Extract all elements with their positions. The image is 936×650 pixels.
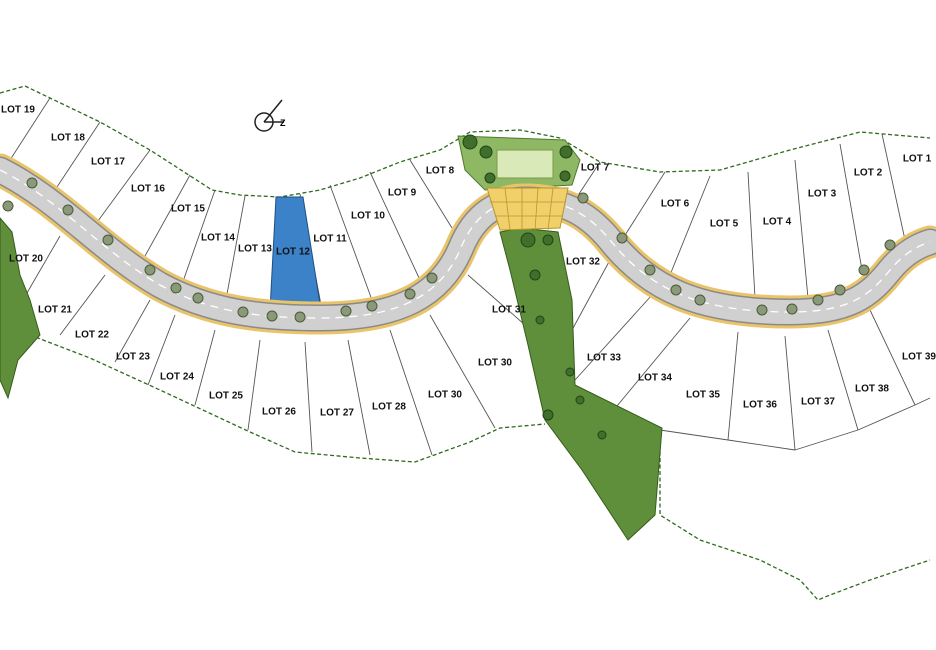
lot-21-label[interactable]: LOT 21	[38, 304, 72, 316]
lot-33-label[interactable]: LOT 33	[587, 352, 621, 364]
lot-7-label[interactable]: LOT 7	[580, 162, 610, 174]
lot-34-label[interactable]: LOT 34	[638, 372, 672, 384]
park-trees	[462, 134, 607, 440]
lot-1-label[interactable]: LOT 1	[902, 153, 932, 165]
lot-13-label[interactable]: LOT 13	[238, 243, 272, 255]
lot-31-label[interactable]: LOT 31	[492, 304, 526, 316]
lot-17-label[interactable]: LOT 17	[91, 156, 125, 168]
lot-9-label[interactable]: LOT 9	[387, 187, 417, 199]
lot-30-label-west[interactable]: LOT 30	[428, 389, 462, 401]
lot-24-label[interactable]: LOT 24	[160, 371, 194, 383]
lot-lines-south-east	[571, 259, 931, 451]
lot-lines-north-west	[9, 97, 453, 311]
lot-3-label[interactable]: LOT 3	[807, 188, 837, 200]
lot-22-label[interactable]: LOT 22	[75, 329, 109, 341]
road-centerline	[0, 169, 931, 319]
green-space-central-corridor	[499, 227, 663, 541]
street-trees	[2, 177, 896, 323]
lot-15-label[interactable]: LOT 15	[171, 203, 205, 215]
lot-36-label[interactable]: LOT 36	[743, 399, 777, 411]
park-pavilion	[496, 149, 554, 179]
lot-19-label[interactable]: LOT 19	[1, 104, 35, 116]
lot-10-label[interactable]: LOT 10	[351, 210, 385, 222]
lot-23-label[interactable]: LOT 23	[116, 351, 150, 363]
lot-lines-north-east	[574, 133, 906, 299]
lot-5-label[interactable]: LOT 5	[709, 218, 739, 230]
green-space-west	[0, 217, 41, 400]
lot-27-label[interactable]: LOT 27	[320, 407, 354, 419]
lot-2-label[interactable]: LOT 2	[853, 167, 883, 179]
central-plaza	[486, 187, 569, 231]
lot-12-label[interactable]: LOT 12	[276, 246, 310, 258]
lot-8-label[interactable]: LOT 8	[425, 165, 455, 177]
lot-11-label[interactable]: LOT 11	[313, 233, 347, 245]
lot-38-label[interactable]: LOT 38	[855, 383, 889, 395]
lot-26-label[interactable]: LOT 26	[262, 406, 296, 418]
lot-32-label[interactable]: LOT 32	[566, 256, 600, 268]
lot-lines-south-west	[19, 235, 526, 456]
lot-6-label[interactable]: LOT 6	[660, 198, 690, 210]
lot-25-label[interactable]: LOT 25	[209, 390, 243, 402]
lot-37-label[interactable]: LOT 37	[801, 396, 835, 408]
north-arrow-icon: Z	[254, 99, 286, 132]
plaza-grid	[490, 187, 566, 231]
lot-35-label[interactable]: LOT 35	[686, 389, 720, 401]
lot-28-label[interactable]: LOT 28	[372, 401, 406, 413]
property-boundary-top	[0, 85, 931, 198]
svg-text:Z: Z	[280, 118, 286, 128]
lot-4-label[interactable]: LOT 4	[762, 216, 792, 228]
lot-20-label[interactable]: LOT 20	[9, 253, 43, 265]
lot-18-label[interactable]: LOT 18	[51, 132, 85, 144]
lot-14-label[interactable]: LOT 14	[201, 232, 235, 244]
lot-39-label[interactable]: LOT 39	[902, 351, 936, 363]
property-boundary-bottom	[29, 334, 931, 601]
lot-16-label[interactable]: LOT 16	[131, 183, 165, 195]
lot-30-label-east[interactable]: LOT 30	[478, 357, 512, 369]
